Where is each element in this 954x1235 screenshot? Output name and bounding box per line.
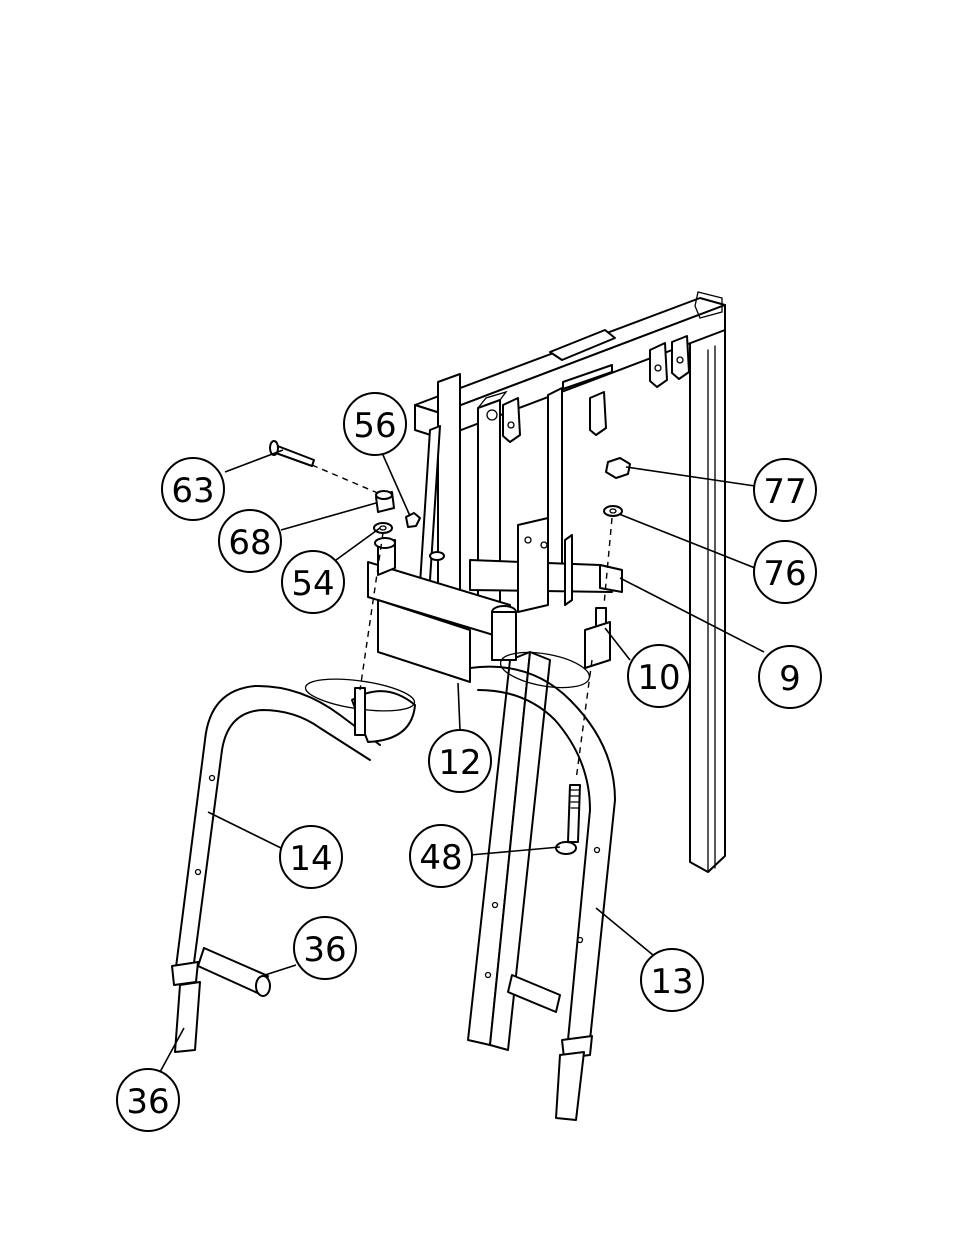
callout-77-label: 77 [763, 472, 806, 512]
callout-13-label: 13 [650, 962, 693, 1002]
callout-14-label: 14 [289, 839, 332, 879]
callout-48-label: 48 [419, 838, 462, 878]
callout-68-label: 68 [228, 523, 271, 563]
callout-13: 13 [641, 949, 703, 1011]
callout-48: 48 [410, 825, 472, 887]
callout-12-label: 12 [438, 743, 481, 783]
washer-54 [374, 523, 392, 533]
spacer-68 [376, 491, 394, 512]
callout-36-roller-label: 36 [303, 930, 346, 970]
callout-76: 76 [754, 541, 816, 603]
callout-10: 10 [628, 645, 690, 707]
callout-68: 68 [219, 510, 281, 572]
callout-54: 54 [282, 551, 344, 613]
callout-9: 9 [759, 646, 821, 708]
upright-post [690, 322, 725, 872]
callout-77: 77 [754, 459, 816, 521]
callout-14: 14 [280, 826, 342, 888]
callout-9-label: 9 [779, 659, 801, 699]
callout-63: 63 [162, 458, 224, 520]
callout-56-label: 56 [353, 406, 396, 446]
callout-54-label: 54 [291, 564, 334, 604]
callout-36-foot-label: 36 [126, 1082, 169, 1122]
callout-36-roller: 36 [294, 917, 356, 979]
callout-12: 12 [429, 730, 491, 792]
nut-77 [606, 458, 630, 478]
callout-63-label: 63 [171, 471, 214, 511]
callout-36-foot: 36 [117, 1069, 179, 1131]
callout-10-label: 10 [637, 658, 680, 698]
callout-56: 56 [344, 393, 406, 455]
callout-76-label: 76 [763, 554, 806, 594]
